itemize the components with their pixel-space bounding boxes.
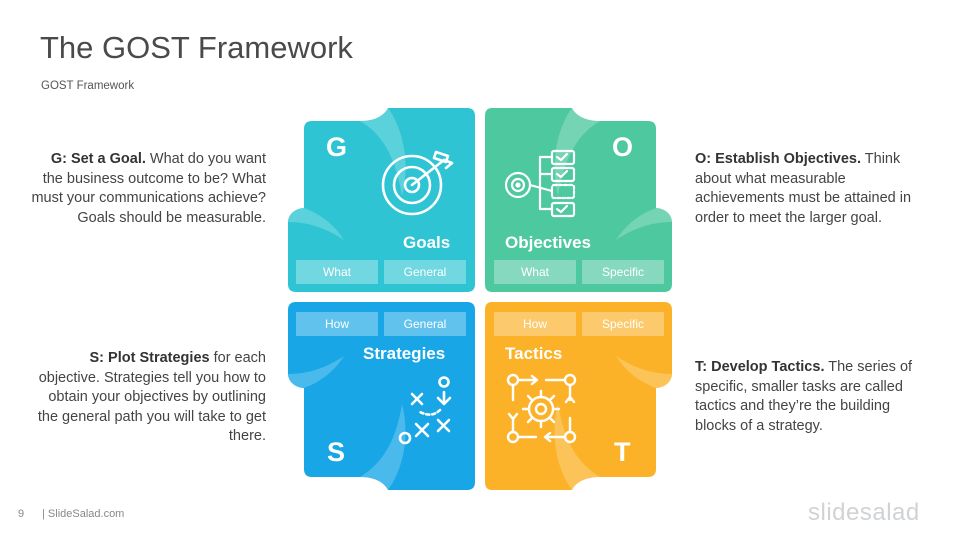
goal-description-body: What do you want the business outcome to… — [31, 151, 266, 226]
objectives-label: Objectives — [505, 233, 591, 252]
objective-description-heading: O: Establish Objectives. — [695, 151, 861, 167]
goals-quadrant-shape — [288, 108, 475, 292]
strategy-description: S: Plot Strategies for each objective. S… — [30, 349, 266, 447]
tactic-description: T: Develop Tactics. The series of specif… — [695, 358, 925, 436]
target-arrow-icon — [381, 150, 454, 216]
strategies-label: Strategies — [363, 344, 446, 363]
tactic-description-body: The series of specific, smaller tasks ar… — [695, 359, 913, 434]
goals-tag-general: General — [384, 260, 466, 284]
goals-tag-what: What — [296, 260, 378, 284]
strategies-quadrant-shape — [288, 302, 475, 490]
goal-description-heading: G: Set a Goal. — [50, 151, 146, 167]
play-diagram-icon — [398, 376, 452, 445]
objective-description-body: Think about what measurable achievements… — [695, 151, 912, 226]
tactics-tag-specific: Specific — [582, 312, 664, 336]
checklist-icon — [504, 149, 576, 218]
tactics-letter: T — [614, 437, 631, 467]
slide-title: The GOST Framework — [40, 30, 353, 65]
strategies-letter: S — [327, 437, 346, 467]
tactic-description-heading: T: Develop Tactics. — [695, 359, 825, 375]
objective-description: O: Establish Objectives. Think about wha… — [695, 150, 925, 228]
goal-description: G: Set a Goal. What do you want the busi… — [30, 150, 266, 228]
page-number: 9 — [18, 508, 25, 520]
strategy-description-heading: S: Plot Strategies — [89, 350, 210, 366]
objectives-tag-what: What — [494, 260, 576, 284]
slide-subtitle: GOST Framework — [41, 80, 135, 92]
goals-letter: G — [326, 132, 348, 162]
strategy-description-body: for each objective. Strategies tell you … — [37, 350, 266, 445]
tactics-tag-how: How — [494, 312, 576, 336]
strategies-tag-how: How — [296, 312, 378, 336]
objectives-letter: O — [612, 132, 634, 162]
gear-process-icon — [506, 373, 577, 444]
objectives-quadrant-shape — [485, 108, 672, 292]
tactics-quadrant-shape — [485, 302, 672, 490]
objectives-tag-specific: Specific — [582, 260, 664, 284]
strategies-tag-general: General — [384, 312, 466, 336]
goals-label: Goals — [403, 233, 451, 252]
tactics-label: Tactics — [505, 344, 563, 363]
brand-logo: slidesalad — [808, 499, 920, 526]
footer-site: | SlideSalad.com — [42, 508, 125, 520]
